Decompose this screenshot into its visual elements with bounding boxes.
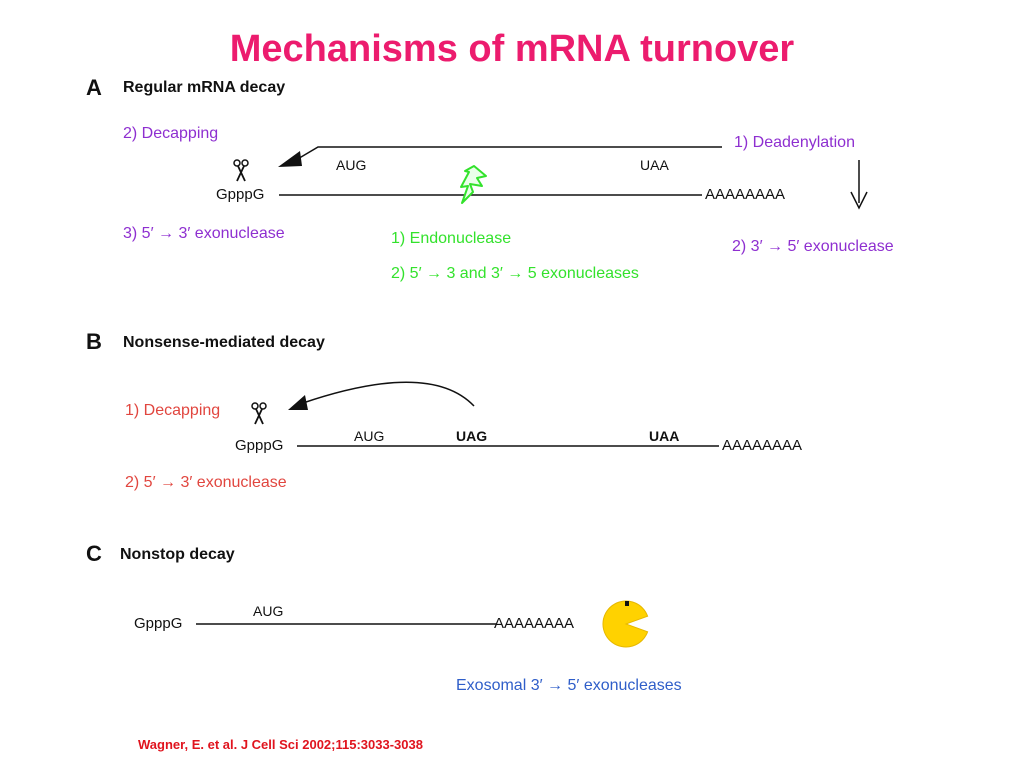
scissors-icon (233, 159, 249, 182)
panel-c-poly-a: AAAAAAAA (494, 615, 575, 632)
citation: Wagner, E. et al. J Cell Sci 2002;115:30… (138, 737, 423, 752)
decapping-arrow-a (295, 146, 722, 161)
pacman-exosome-icon (602, 600, 649, 648)
panel-b-title: Nonsense-mediated decay (123, 334, 325, 351)
panel-c-cap: GpppG (134, 615, 183, 632)
panel-a-endo-exonucleases-label: 2) 5′ → 3 and 3′ → 5 exonucleases (391, 265, 639, 282)
panel-a-title: Regular mRNA decay (123, 79, 286, 96)
panel-a-exo-3-5-label: 2) 3′ → 5′ exonuclease (732, 238, 894, 255)
panel-b-exo-5-3-label: 2) 5′ → 3′ exonuclease (125, 474, 287, 491)
panel-c-start-codon: AUG (253, 603, 284, 619)
panel-b-letter: B (86, 329, 102, 354)
panel-a-endonuclease-label: 1) Endonuclease (391, 230, 512, 247)
scissors-icon (251, 402, 267, 425)
panel-b-premature-stop: UAG (456, 428, 488, 444)
deadenylation-arrowhead (850, 191, 868, 210)
panel-c-letter: C (86, 541, 102, 566)
panel-c-exosome-label: Exosomal 3′ → 5′ exonucleases (456, 677, 682, 694)
nmd-arrowhead (288, 395, 308, 410)
panel-a-start-codon: AUG (336, 157, 367, 173)
panel-a-cap: GpppG (216, 186, 265, 203)
panel-a-exo-5-3-label: 3) 5′ → 3′ exonuclease (123, 225, 285, 242)
panel-b-cap: GpppG (235, 437, 284, 454)
nmd-curved-arrow (302, 381, 475, 407)
slide-title: Mechanisms of mRNA turnover (229, 28, 795, 70)
panel-c-title: Nonstop decay (120, 546, 235, 563)
panel-b-decapping-label: 1) Decapping (125, 402, 221, 419)
panel-b-start-codon: AUG (354, 428, 385, 444)
panel-b-poly-a: AAAAAAAA (722, 437, 803, 454)
panel-a-letter: A (86, 75, 102, 100)
panel-a-deadenylation-label: 1) Deadenylation (734, 134, 855, 151)
lightning-bolt-icon (460, 165, 487, 204)
decapping-arrowhead-a (278, 151, 302, 167)
panel-a-stop-codon: UAA (640, 157, 669, 173)
panel-a-decapping-label: 2) Decapping (123, 125, 219, 142)
panel-a-poly-a: AAAAAAAA (705, 186, 786, 203)
panel-b-stop-codon: UAA (649, 428, 680, 444)
